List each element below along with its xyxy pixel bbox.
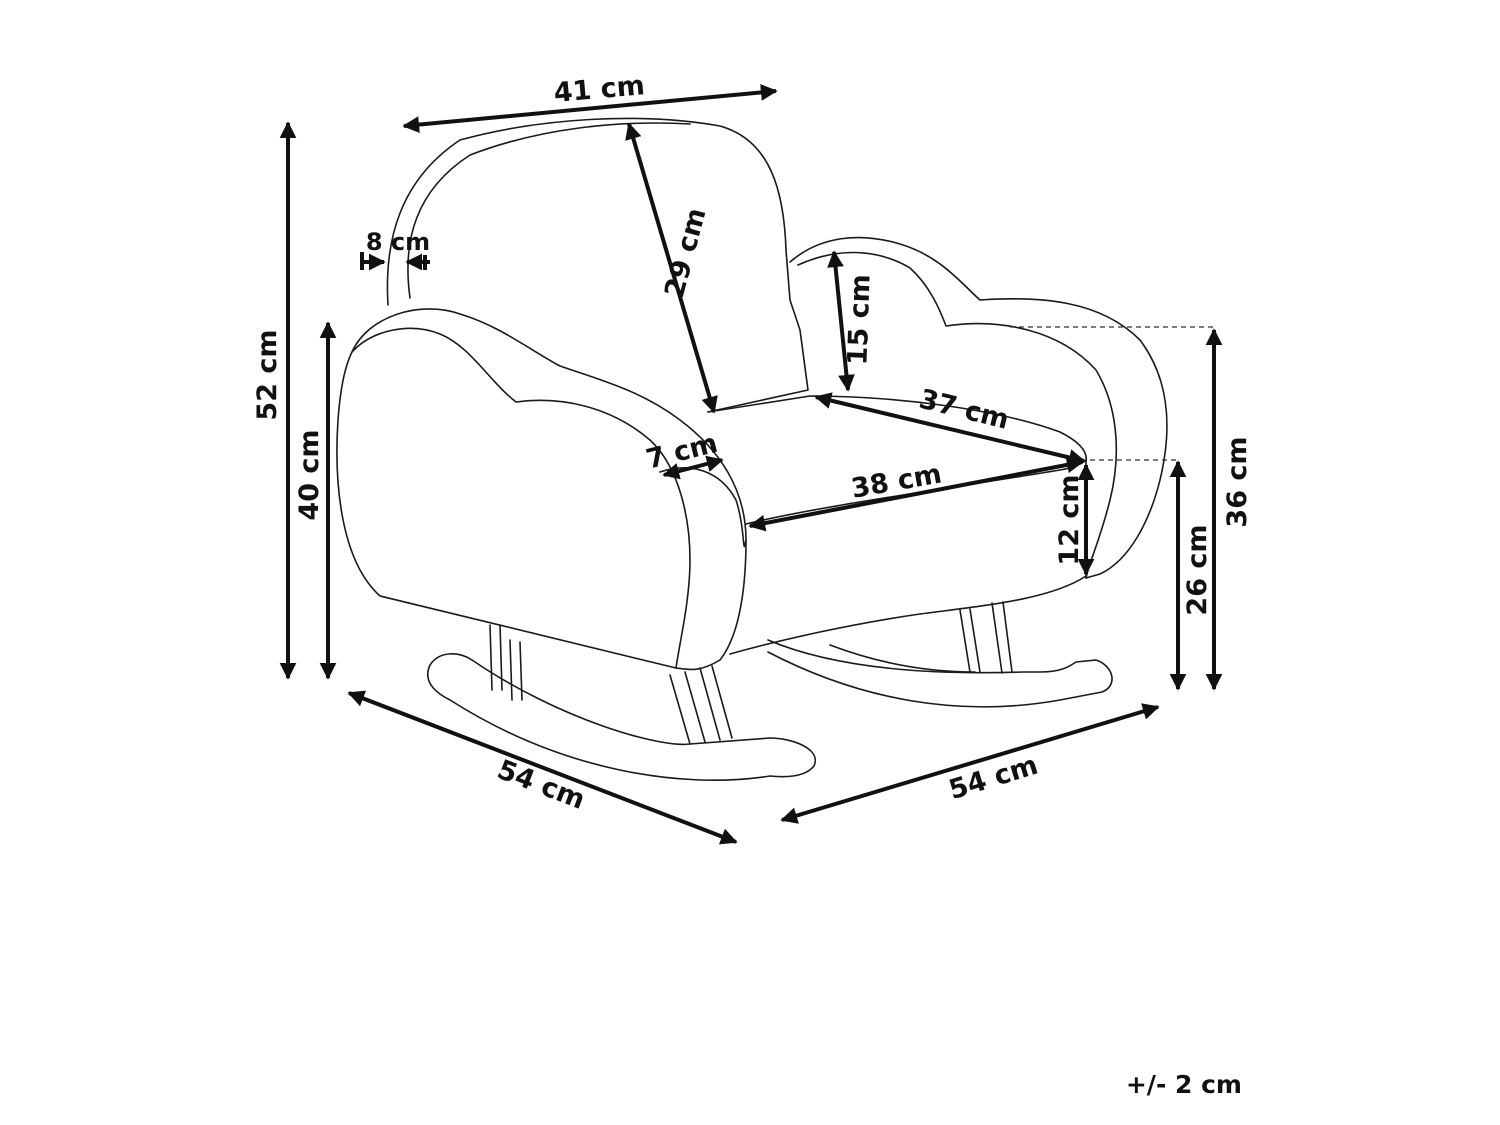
rear-rocker-legs xyxy=(959,601,1013,674)
front-rocker-legs xyxy=(489,624,733,745)
backrest-inner-edge xyxy=(407,122,691,299)
label-depth: 54 cm xyxy=(493,754,589,816)
label-back-thickness: 8 cm xyxy=(366,228,430,256)
left-armrest-side-panel xyxy=(659,467,747,548)
left-armrest xyxy=(336,308,747,671)
left-armrest-front-panel xyxy=(351,327,691,669)
dim-arrow-back-width xyxy=(402,84,778,133)
rear-rocker xyxy=(767,639,1113,708)
backrest xyxy=(386,117,809,413)
dim-arrow-seat-depth xyxy=(814,392,1086,466)
dim-arrow-armrest-above-seat xyxy=(827,250,855,392)
front-rocker xyxy=(426,653,817,781)
label-right-arm-height: 36 cm xyxy=(1222,436,1253,527)
right-armrest-inner xyxy=(797,251,1118,579)
dim-arrow-depth xyxy=(347,690,738,845)
rear-rocker-inner xyxy=(829,644,976,673)
dim-arrow-armrest-width xyxy=(662,455,724,480)
dim-arrow-width xyxy=(780,703,1160,824)
label-armrest-above-seat: 15 cm xyxy=(842,274,876,366)
dim-arrow-back-height xyxy=(625,122,718,414)
right-armrest xyxy=(789,236,1168,579)
label-seat-thickness: 12 cm xyxy=(1054,474,1085,565)
tolerance-note: +/- 2 cm xyxy=(1126,1070,1242,1099)
label-seat-height: 26 cm xyxy=(1182,524,1213,615)
label-seat-depth: 37 cm xyxy=(916,384,1012,436)
label-armrest-height: 40 cm xyxy=(294,429,325,520)
label-total-height: 52 cm xyxy=(252,329,283,420)
dim-arrow-seat-width xyxy=(748,456,1084,532)
